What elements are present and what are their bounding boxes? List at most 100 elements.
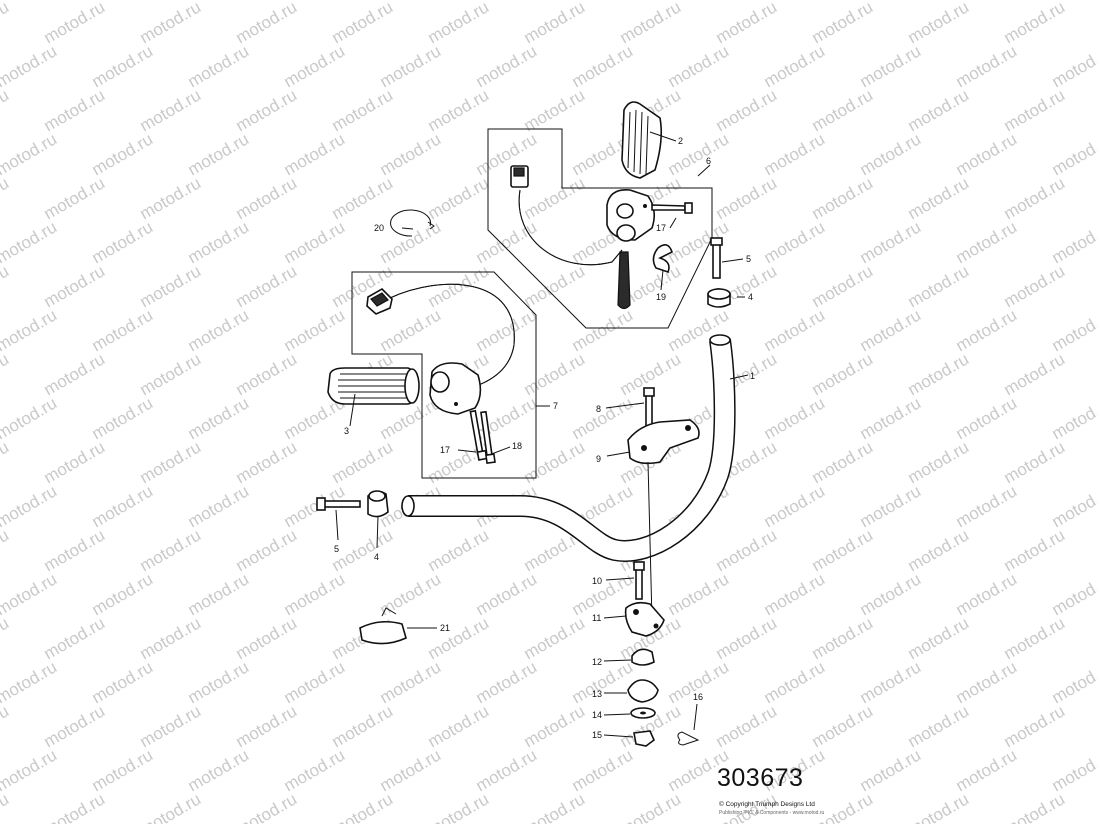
watermark-text: motod.ru — [761, 657, 829, 707]
watermark-text: motod.ru — [281, 569, 349, 619]
watermark-text: motod.ru — [809, 701, 877, 751]
watermark-text: motod.ru — [857, 745, 925, 795]
watermark-text: motod.ru — [761, 481, 829, 531]
watermark-text: motod.ru — [233, 349, 301, 399]
watermark-text: motod.ru — [1049, 657, 1098, 707]
callout-13: 13 — [592, 689, 602, 699]
watermark-text: motod.ru — [41, 349, 109, 399]
watermark-text: motod.ru — [0, 41, 60, 91]
watermark-text: motod.ru — [857, 217, 925, 267]
watermark-text: motod.ru — [857, 657, 925, 707]
watermark-text: motod.ru — [233, 701, 301, 751]
watermark-text: motod.ru — [185, 217, 253, 267]
watermark-text: motod.ru — [137, 613, 205, 663]
clamp-lower-11 — [624, 601, 665, 637]
watermark-text: motod.ru — [89, 393, 157, 443]
callouts: 1 2 3 4 4 5 5 6 7 8 9 10 11 12 13 14 15 … — [334, 136, 755, 740]
watermark-text: motod.ru — [329, 789, 397, 824]
callout-4-left: 4 — [374, 552, 379, 562]
callout-17-upper: 17 — [656, 223, 666, 233]
callout-21: 21 — [440, 623, 450, 633]
watermark-text: motod.ru — [857, 393, 925, 443]
watermark-text: motod.ru — [521, 0, 589, 47]
copyright-subtext: Publishing 'PIC' & Components - www.moto… — [719, 810, 825, 816]
watermark-text: motod.ru — [569, 657, 637, 707]
watermark-text: motod.ru — [89, 217, 157, 267]
handlebar-1 — [401, 334, 736, 562]
callout-7: 7 — [553, 401, 558, 411]
watermark-text: motod.ru — [377, 217, 445, 267]
watermark-text: motod.ru — [137, 349, 205, 399]
watermark-text: motod.ru — [1049, 305, 1098, 355]
watermark-text: motod.ru — [425, 701, 493, 751]
watermark-text: motod.ru — [473, 745, 541, 795]
watermark-text: motod.ru — [41, 701, 109, 751]
watermark-text: motod.ru — [713, 525, 781, 575]
watermark-text: motod.ru — [329, 701, 397, 751]
watermark-text: motod.ru — [809, 173, 877, 223]
watermark-text: motod.ru — [185, 305, 253, 355]
watermark-text: motod.ru — [1049, 393, 1098, 443]
watermark-text: motod.ru — [617, 0, 685, 47]
screw-17-upper — [651, 202, 693, 214]
watermark-text: motod.ru — [761, 217, 829, 267]
callout-2: 2 — [678, 136, 683, 146]
watermark-text: motod.ru — [761, 129, 829, 179]
watermark-text: motod.ru — [89, 745, 157, 795]
watermark-text: motod.ru — [0, 0, 60, 3]
watermark-text: motod.ru — [713, 701, 781, 751]
watermark-text: motod.ru — [185, 569, 253, 619]
right-switch-assembly — [510, 165, 656, 310]
watermark-text: motod.ru — [953, 481, 1021, 531]
watermark-text: motod.ru — [233, 261, 301, 311]
watermark-text: motod.ru — [0, 393, 60, 443]
watermark-text: motod.ru — [377, 569, 445, 619]
callout-5-right: 5 — [746, 254, 751, 264]
watermark-text: motod.ru — [0, 129, 60, 179]
watermark-text: motod.ru — [953, 393, 1021, 443]
watermark-text: motod.ru — [809, 437, 877, 487]
watermark-text: motod.ru — [41, 85, 109, 135]
frame-left-switch — [351, 271, 537, 479]
watermark-text: motod.ru — [0, 657, 60, 707]
end-weight-4-right — [707, 288, 731, 308]
watermark-text: motod.ru — [809, 789, 877, 824]
drawing-number: 303673 — [717, 764, 804, 792]
end-weight-4-left — [367, 490, 389, 518]
watermark-text: motod.ru — [377, 657, 445, 707]
watermark-text: motod.ru — [329, 173, 397, 223]
watermark-text: motod.ru — [1049, 217, 1098, 267]
watermark-text: motod.ru — [617, 789, 685, 824]
watermark-text: motod.ru — [953, 745, 1021, 795]
watermark-text: motod.ru — [473, 129, 541, 179]
rubber-13 — [627, 679, 659, 703]
callout-18: 18 — [512, 441, 522, 451]
watermark-text: motod.ru — [377, 305, 445, 355]
watermark-text: motod.ru — [473, 569, 541, 619]
watermark-text: motod.ru — [425, 789, 493, 824]
split-pin-16 — [677, 731, 700, 746]
watermark-text: motod.ru — [953, 657, 1021, 707]
watermark-text: motod.ru — [137, 437, 205, 487]
watermark-text: motod.ru — [713, 613, 781, 663]
watermark-text: motod.ru — [89, 305, 157, 355]
watermark-text: motod.ru — [1049, 745, 1098, 795]
watermark-text: motod.ru — [377, 41, 445, 91]
callout-3: 3 — [344, 426, 349, 436]
watermark-text: motod.ru — [0, 173, 12, 223]
watermark-text: motod.ru — [569, 41, 637, 91]
watermark-text: motod.ru — [569, 305, 637, 355]
watermark-text: motod.ru — [41, 0, 109, 47]
leader-lines — [335, 131, 749, 738]
watermark-text: motod.ru — [89, 129, 157, 179]
watermark-text: motod.ru — [281, 745, 349, 795]
watermark-text: motod.ru — [905, 613, 973, 663]
watermark-text: motod.ru — [137, 261, 205, 311]
callout-6: 6 — [706, 156, 711, 166]
watermark-text: motod.ru — [761, 41, 829, 91]
watermark-text: motod.ru — [137, 701, 205, 751]
watermark-text: motod.ru — [0, 85, 12, 135]
callout-20: 20 — [374, 223, 384, 233]
